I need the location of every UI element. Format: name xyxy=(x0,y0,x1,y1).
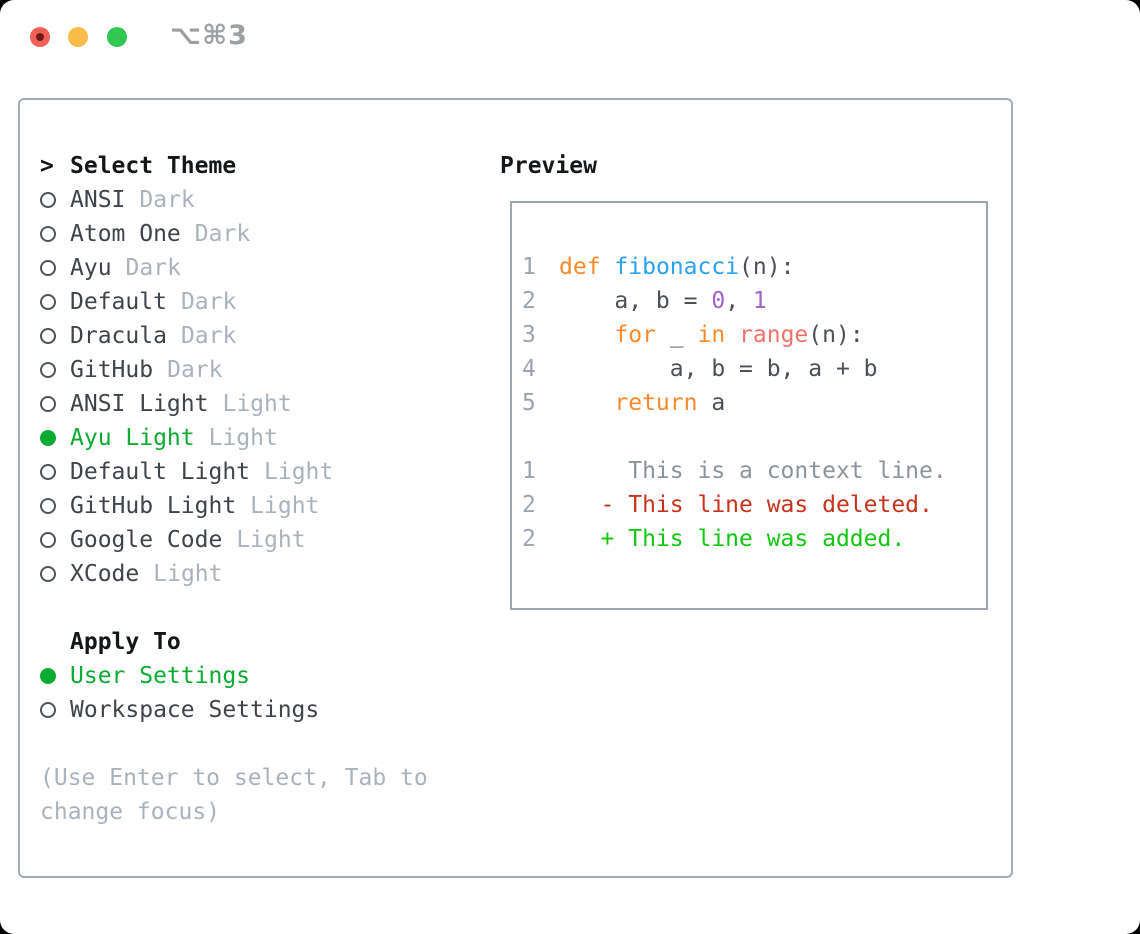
theme-list-title: Select Theme xyxy=(70,153,237,179)
theme-option-default-dark[interactable]: Default Dark xyxy=(40,285,333,319)
line-number: 1 xyxy=(522,458,536,484)
theme-option-dracula-dark[interactable]: Dracula Dark xyxy=(40,319,333,353)
close-button[interactable] xyxy=(30,27,50,47)
radio-icon xyxy=(40,532,70,548)
variant-badge: Dark xyxy=(139,187,195,213)
option-label: ANSI Light xyxy=(70,391,209,417)
minimize-button[interactable] xyxy=(68,27,88,47)
variant-badge: Light xyxy=(222,391,292,417)
line-number: 2 xyxy=(522,288,536,314)
line-number: 4 xyxy=(522,356,536,382)
option-label: GitHub xyxy=(70,357,154,383)
theme-option-default-light-light[interactable]: Default Light Light xyxy=(40,455,333,489)
theme-option-atom-one-dark[interactable]: Atom One Dark xyxy=(40,217,333,251)
option-label: Google Code xyxy=(70,527,223,553)
code-line: 2 + This line was added. xyxy=(522,526,906,552)
zoom-button[interactable] xyxy=(107,27,127,47)
code-line: 2 a, b = 0, 1 xyxy=(522,288,767,314)
theme-list-header: > Select Theme xyxy=(40,149,333,183)
variant-badge: Dark xyxy=(180,323,237,349)
apply-option-workspace-settings[interactable]: Workspace Settings xyxy=(40,693,319,727)
radio-selected-icon xyxy=(40,430,70,446)
code-line: 4 a, b = b, a + b xyxy=(522,356,878,382)
option-label: ANSI xyxy=(70,187,126,213)
option-label: Default Light xyxy=(70,459,251,485)
variant-badge: Dark xyxy=(194,221,251,247)
radio-icon xyxy=(40,226,70,242)
focus-cursor-icon: > xyxy=(40,153,54,179)
line-number: 5 xyxy=(522,390,536,416)
variant-badge: Dark xyxy=(125,255,181,281)
variant-badge: Light xyxy=(264,459,334,485)
option-label: Default xyxy=(70,289,167,315)
apply-to-title: Apply To xyxy=(70,629,181,655)
radio-icon xyxy=(40,396,70,412)
line-number: 2 xyxy=(522,492,536,518)
variant-badge: Dark xyxy=(167,357,223,383)
variant-badge: Light xyxy=(153,561,223,587)
close-button-dot-icon xyxy=(36,33,44,41)
variant-badge: Dark xyxy=(180,289,237,315)
apply-option-user-settings[interactable]: User Settings xyxy=(40,659,319,693)
radio-icon xyxy=(40,192,70,208)
option-label: GitHub Light xyxy=(70,493,237,519)
option-label: Workspace Settings xyxy=(70,697,320,723)
option-label: Atom One xyxy=(70,221,181,247)
radio-icon xyxy=(40,498,70,514)
theme-option-ayu-light-light[interactable]: Ayu Light Light xyxy=(40,421,333,455)
line-number: 1 xyxy=(522,254,536,280)
radio-icon xyxy=(40,328,70,344)
variant-badge: Light xyxy=(208,425,278,451)
radio-icon xyxy=(40,260,70,276)
theme-option-ayu-dark[interactable]: Ayu Dark xyxy=(40,251,333,285)
option-label: XCode xyxy=(70,561,140,587)
theme-option-xcode-light[interactable]: XCode Light xyxy=(40,557,333,591)
keyboard-hint: (Use Enter to select, Tab to change focu… xyxy=(40,765,428,825)
titlebar: ⌥⌘3 xyxy=(0,0,1140,75)
keyboard-shortcut-label: ⌥⌘3 xyxy=(170,20,248,51)
theme-option-ansi-light-light[interactable]: ANSI Light Light xyxy=(40,387,333,421)
radio-selected-icon xyxy=(40,668,70,684)
code-line: 2 - This line was deleted. xyxy=(522,492,933,518)
theme-option-github-dark[interactable]: GitHub Dark xyxy=(40,353,333,387)
radio-icon xyxy=(40,464,70,480)
radio-icon xyxy=(40,702,70,718)
option-label: Dracula xyxy=(70,323,167,349)
preview-title: Preview xyxy=(500,153,597,179)
code-line: 5 return a xyxy=(522,390,726,416)
option-label: User Settings xyxy=(70,663,251,689)
theme-option-google-code-light[interactable]: Google Code Light xyxy=(40,523,333,557)
variant-badge: Light xyxy=(250,493,320,519)
code-line xyxy=(522,420,986,454)
radio-icon xyxy=(40,294,70,310)
code-line: 1 This is a context line. xyxy=(522,458,947,484)
theme-option-ansi-dark[interactable]: ANSI Dark xyxy=(40,183,333,217)
variant-badge: Light xyxy=(236,527,306,553)
code-line: 3 for _ in range(n): xyxy=(522,322,864,348)
apply-to-header: Apply To xyxy=(40,625,319,659)
radio-icon xyxy=(40,566,70,582)
theme-option-github-light-light[interactable]: GitHub Light Light xyxy=(40,489,333,523)
radio-icon xyxy=(40,362,70,378)
line-number: 2 xyxy=(522,526,536,552)
option-label: Ayu Light xyxy=(70,425,195,451)
option-label: Ayu xyxy=(70,255,112,281)
line-number: 3 xyxy=(522,322,536,348)
